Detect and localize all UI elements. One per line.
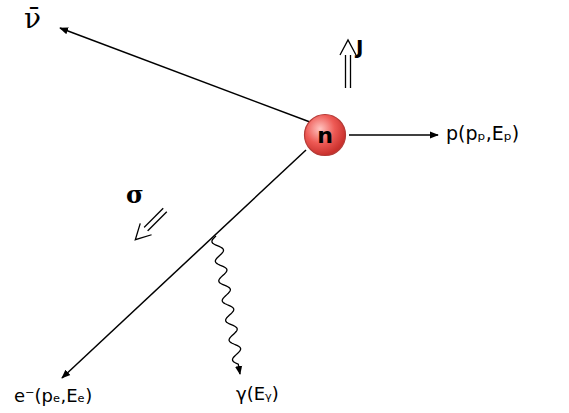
proton-arrow (349, 134, 438, 136)
antineutrino-arrow (60, 28, 310, 122)
photon-label: γ(Eᵧ) (236, 384, 279, 404)
spin-arrow (340, 40, 356, 88)
spin-label: J (356, 36, 363, 58)
antineutrino-label: ν̄ (24, 4, 41, 35)
proton-label: p(pₚ,Eₚ) (446, 123, 519, 144)
electron-arrow (62, 150, 306, 378)
polarization-label: σ (126, 182, 144, 208)
polarization-arrow (130, 204, 171, 245)
photon-wave (212, 236, 241, 374)
particle-name: n (303, 113, 347, 157)
neutron-circle: n (303, 113, 347, 157)
electron-label: e⁻(pₑ,Eₑ) (14, 386, 92, 406)
